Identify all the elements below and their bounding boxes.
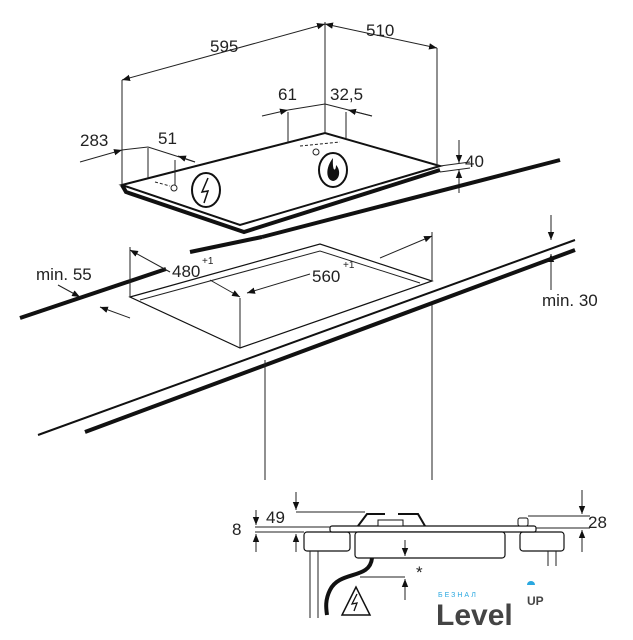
dim-51: 51 (158, 129, 177, 148)
dim-height: 40 (465, 152, 484, 171)
dim-cutout-depth: 480 (172, 262, 200, 281)
hob-perspective (118, 22, 444, 235)
dim-width: 595 (210, 37, 238, 56)
dim-depth: 510 (366, 21, 394, 40)
dim-cutout-depth-tolerance: +1 (202, 256, 214, 267)
cross-section (255, 511, 590, 618)
dim-8: 8 (232, 520, 241, 539)
worktop (19, 158, 576, 480)
logo-small-text: БЕЗНАЛ (438, 592, 478, 599)
dim-min-30: min. 30 (542, 291, 598, 310)
watermark-logo: БЕЗНАЛ Level UP (436, 581, 544, 632)
dim-283: 283 (80, 131, 108, 150)
dim-28: 28 (588, 513, 607, 532)
gas-flame-icon (318, 152, 348, 188)
dim-cutout-width: 560 (312, 267, 340, 286)
dim-49: 49 (266, 508, 285, 527)
dim-min-55: min. 55 (36, 265, 92, 284)
electric-connection-icon (191, 172, 221, 208)
logo-main-text: Level (436, 599, 513, 632)
electric-hazard-icon (340, 585, 372, 616)
dim-cutout-width-tolerance: +1 (343, 260, 355, 271)
logo-suffix-text: UP (527, 594, 544, 608)
dim-32-5: 32,5 (330, 85, 363, 104)
dim-61: 61 (278, 85, 297, 104)
asterisk-note: * (416, 563, 423, 582)
